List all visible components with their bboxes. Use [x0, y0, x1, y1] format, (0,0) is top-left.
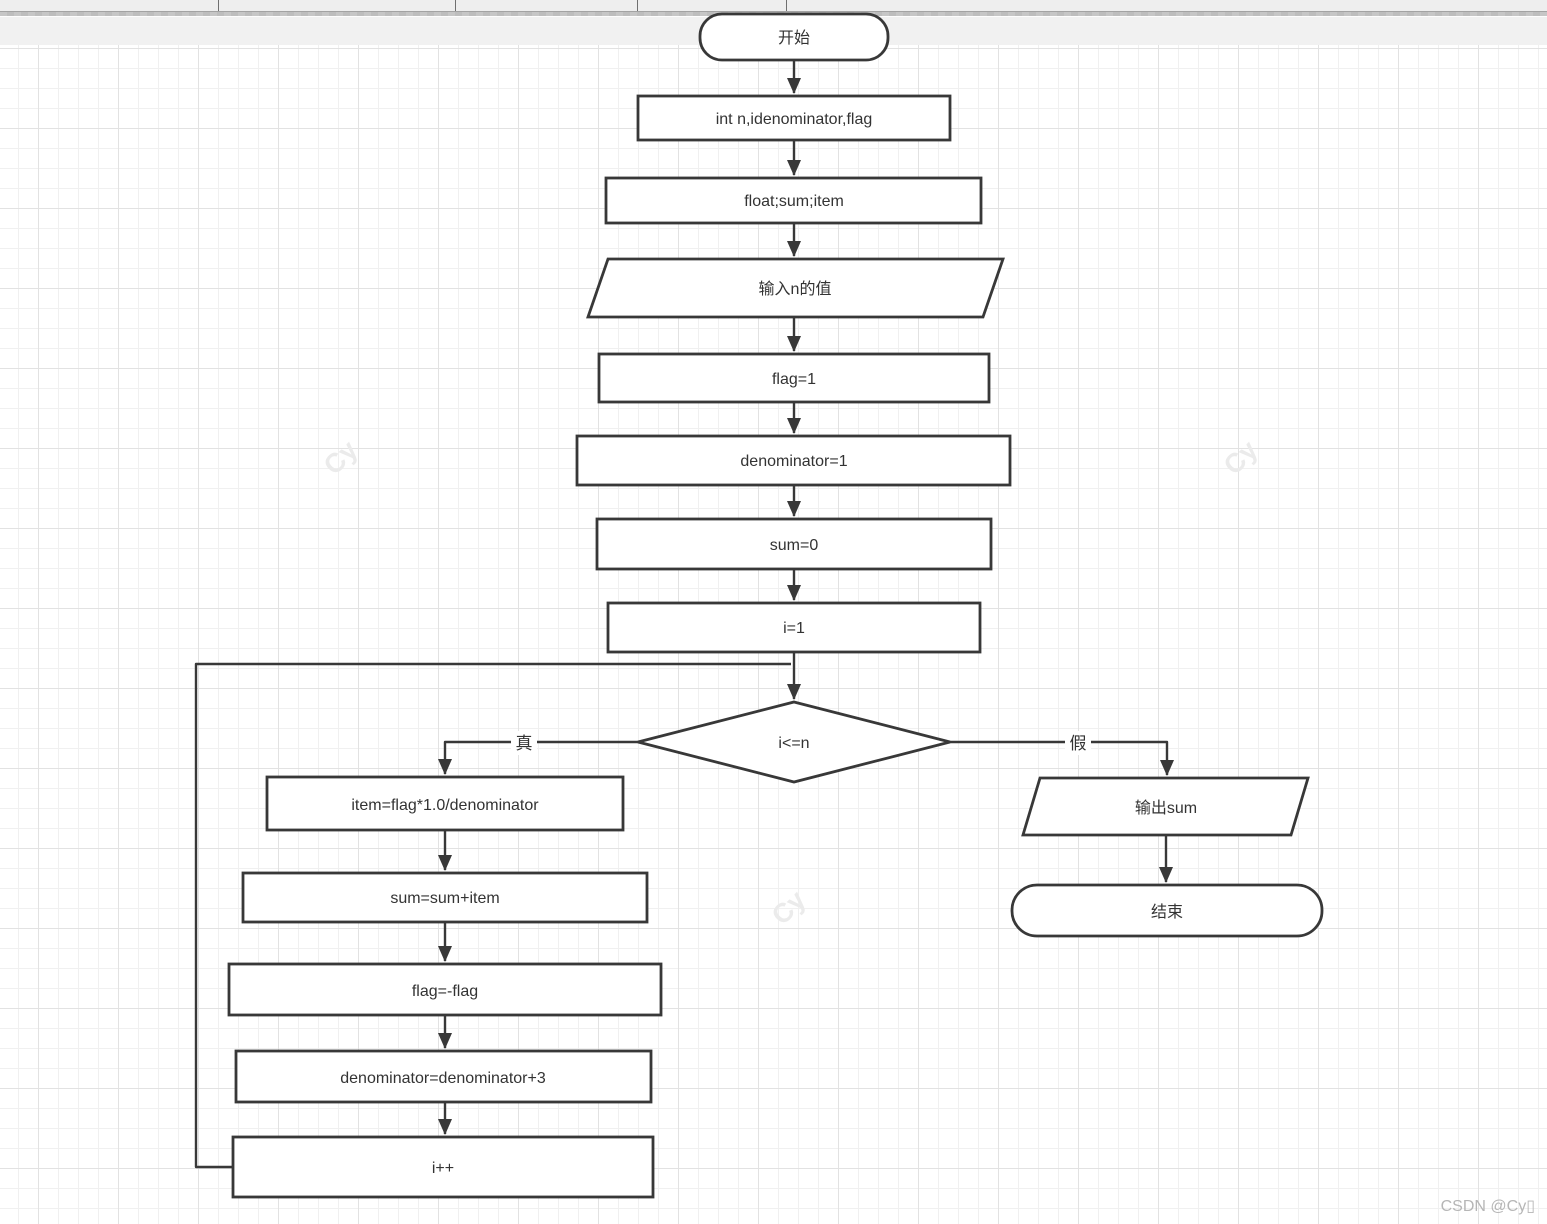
process-shape: [606, 601, 982, 654]
process-shape: [231, 1135, 655, 1199]
node-label: 开始: [778, 29, 810, 47]
toolbar-separator: [218, 0, 219, 11]
flow-node-calc-item: item=flag*1.0/denominator: [265, 775, 625, 832]
csdn-watermark: CSDN @Cy▯: [1441, 1198, 1535, 1215]
terminator-shape: [1010, 883, 1324, 938]
node-label: item=flag*1.0/denominator: [351, 797, 539, 814]
process-shape: [234, 1049, 653, 1104]
flow-node-input-n: 输入n的值: [586, 257, 1005, 319]
tiled-watermarks: Cy Cy Cy: [318, 435, 1264, 931]
terminator-shape: [698, 12, 890, 62]
flow-node-inc-denominator: denominator=denominator+3: [234, 1049, 653, 1104]
node-label: 结束: [1151, 903, 1183, 921]
node-label: denominator=1: [740, 453, 847, 470]
io-shape: [1021, 776, 1310, 837]
process-shape: [604, 176, 983, 225]
node-label: i<=n: [778, 735, 809, 752]
process-shape: [575, 434, 1012, 487]
branch-label-bg: [1065, 731, 1091, 755]
node-label: i++: [432, 1160, 454, 1177]
flow-node-declare-float: float;sum;item: [604, 176, 983, 225]
branch-label-false: 假: [1065, 731, 1091, 755]
flow-node-set-flag: flag=1: [597, 352, 991, 404]
process-shape: [595, 517, 993, 571]
toolbar-separator: [637, 0, 638, 11]
process-shape: [241, 871, 649, 924]
node-label: sum=0: [770, 537, 819, 554]
flow-edges: [194, 60, 1174, 1169]
watermark-tile: Cy: [318, 435, 364, 481]
process-shape: [265, 775, 625, 832]
edge-condition-false-branch: [950, 740, 1174, 776]
flow-node-set-denominator: denominator=1: [575, 434, 1012, 487]
top-toolbar-strip: [0, 0, 1547, 11]
io-shape: [586, 257, 1005, 319]
node-label: 输入n的值: [759, 280, 832, 298]
flow-node-output-sum: 输出sum: [1021, 776, 1310, 837]
edge-condition-true-branch: [438, 740, 638, 775]
flow-node-end: 结束: [1010, 883, 1324, 938]
watermark-tile: Cy: [766, 885, 812, 931]
flow-node-start: 开始: [698, 12, 890, 62]
node-label: i=1: [783, 620, 805, 637]
flow-node-negate-flag: flag=-flag: [227, 962, 663, 1017]
process-shape: [597, 352, 991, 404]
process-shape: [636, 94, 952, 142]
flow-node-loop-condition: i<=n: [637, 700, 951, 784]
toolbar-separator: [455, 0, 456, 11]
node-label: flag=-flag: [412, 983, 478, 1000]
decision-shape: [637, 700, 951, 784]
branch-label-bg: [511, 731, 537, 755]
toolbar-separator: [786, 0, 787, 11]
watermark-tile: Cy: [1218, 435, 1264, 481]
node-label: 输出sum: [1135, 799, 1197, 817]
flow-node-declare-int: int n,idenominator,flag: [636, 94, 952, 142]
node-label: int n,idenominator,flag: [716, 111, 873, 128]
process-shape: [227, 962, 663, 1017]
edge-loop-back: [194, 662, 791, 1169]
node-label: float;sum;item: [744, 193, 844, 210]
true-branch-label: 真: [516, 734, 533, 753]
node-label: flag=1: [772, 371, 816, 388]
false-branch-label: 假: [1070, 734, 1087, 753]
node-label: sum=sum+item: [390, 890, 499, 907]
node-label: denominator=denominator+3: [340, 1070, 546, 1087]
flow-node-inc-i: i++: [231, 1135, 655, 1199]
flow-node-set-i: i=1: [606, 601, 982, 654]
flow-node-acc-sum: sum=sum+item: [241, 871, 649, 924]
flow-node-set-sum: sum=0: [595, 517, 993, 571]
branch-label-true: 真: [511, 731, 537, 755]
